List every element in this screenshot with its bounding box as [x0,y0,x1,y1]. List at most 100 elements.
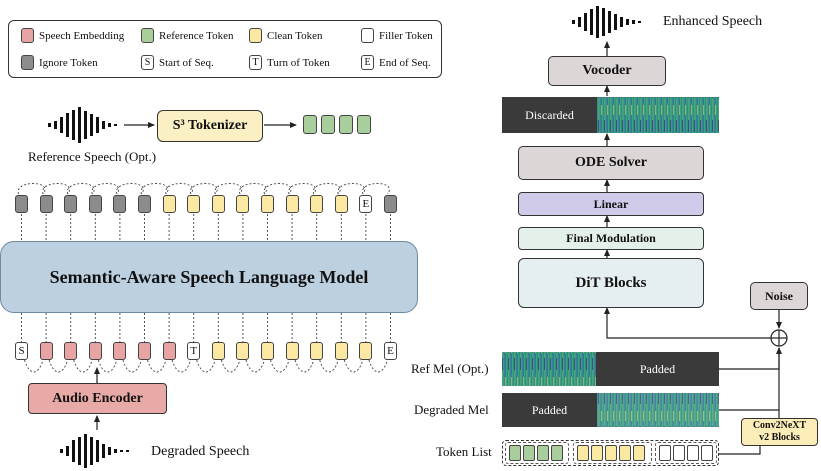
filler-token [673,445,685,461]
degraded-mel-padded-segment: Padded [502,393,597,427]
output-ignore-token [138,195,151,213]
enhanced-waveform-icon [572,6,641,38]
output-clean-token [236,195,250,213]
start-token-swatch: S [141,55,154,70]
ref-mel-label: Ref Mel (Opt.) [411,361,489,376]
final-modulation-box: Final Modulation [518,227,704,250]
legend-label: Speech Embedding [39,29,125,42]
tokenizer-label: S³ Tokenizer [172,118,248,133]
legend-label: End of Seq. [379,56,431,69]
reference-token [357,115,371,134]
reference-token [339,115,353,134]
lm-label: Semantic-Aware Speech Language Model [49,266,369,287]
legend-reference-token: Reference Token [141,28,233,43]
top-token-arc [140,183,169,195]
bottom-token-arc [270,359,290,373]
top-token-arc [190,183,218,195]
output-ignore-token [384,195,397,213]
reference-token [523,445,535,461]
bottom-token-arc [245,359,265,373]
input-clean-token [334,342,348,360]
bottom-token-arc [48,359,69,373]
bottom-token-arc [73,359,93,373]
discarded-segment: Discarded [502,97,597,133]
enhanced-spectrogram [597,97,719,133]
reference-token [537,445,549,461]
reference-token [321,115,335,134]
input-special-token: E [384,342,397,360]
output-ignore-token [88,195,102,213]
output-clean-token [334,195,348,213]
top-token-arc [313,183,341,195]
clean-token [591,445,603,461]
noise-label: Noise [765,288,793,303]
token-list-clean-group [573,442,652,464]
top-token-arc [91,183,120,195]
ref-mel-padded-segment: Padded [596,352,719,386]
legend-label: Ignore Token [39,56,98,69]
output-clean-token [187,195,201,213]
token-glyph: T [190,344,198,357]
degraded-mel-label: Degraded Mel [414,402,489,417]
input-speech-embedding [138,342,151,360]
dit-blocks-box: DiT Blocks [518,258,704,308]
input-clean-token [236,342,250,360]
token-glyph: E [362,197,370,210]
output-special-token: E [359,195,373,213]
filler-token [659,445,671,461]
padded-label: Padded [639,361,676,376]
end-token-swatch: E [361,55,374,70]
legend-clean-token: Clean Token [249,28,323,43]
bottom-token-arc [196,359,216,373]
output-clean-token [261,195,274,213]
output-clean-token [211,195,225,213]
discarded-label: Discarded [525,107,574,122]
turn-token-swatch: T [249,55,262,70]
ignore-token-swatch [21,55,34,70]
conv-label-line-2: v2 Blocks [759,432,800,443]
input-speech-embedding [113,342,127,360]
bottom-token-arc [368,359,388,373]
legend-end-of-seq: E End of Seq. [361,55,431,70]
bottom-token-arc [122,359,142,373]
clean-token-swatch [249,28,262,43]
linear-box: Linear [518,192,704,216]
output-ignore-token [39,195,53,213]
reference-token [551,445,563,461]
top-token-arc [116,183,144,195]
legend-filler-token: Filler Token [361,28,433,43]
audio-encoder-label: Audio Encoder [52,390,143,406]
legend-speech-embedding: Speech Embedding [21,28,124,43]
clean-token [577,445,589,461]
input-clean-token [359,342,373,360]
reference-token [303,115,317,134]
degraded-speech-label: Degraded Speech [151,444,250,459]
reference-token-row [303,115,371,134]
conv-label-line-1: Conv2NeXT [752,420,807,431]
input-clean-token [261,342,274,360]
bottom-token-arc [24,359,44,373]
clean-token [633,445,645,461]
legend-label: Reference Token [159,29,234,42]
input-clean-token [211,342,225,360]
token-glyph: E [387,344,394,357]
token-arcs [17,183,391,373]
legend-label: Turn of Token [267,56,330,69]
input-speech-embedding [64,342,78,360]
top-token-arc [288,183,317,195]
vocoder-label: Vocoder [582,63,632,78]
noise-box: Noise [750,282,808,310]
ode-label: ODE Solver [575,155,647,170]
output-clean-token [285,195,299,213]
token-list-filler-group [655,442,717,464]
speech-embedding-swatch [21,28,34,43]
bottom-token-arc [147,359,167,373]
input-speech-embedding [39,342,53,360]
conv2next-box: Conv2NeXT v2 Blocks [741,418,818,446]
top-token-arc [337,183,366,195]
legend: Speech Embedding Reference Token Clean T… [8,20,442,78]
bottom-token-arc [97,359,118,373]
enhanced-speech-label: Enhanced Speech [663,14,763,29]
bottom-token-arc [171,359,192,373]
